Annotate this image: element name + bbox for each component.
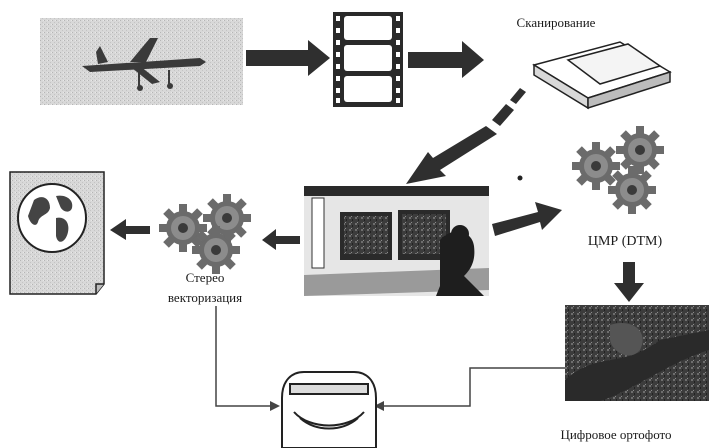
label-dtm: ЦМР (DTM) bbox=[560, 233, 690, 251]
label-stereo-line1: Стерео bbox=[150, 268, 260, 288]
gears-dtm-icon bbox=[572, 126, 664, 214]
label-stereo-vectorization: Стерео векторизация bbox=[150, 268, 260, 308]
arrow-head-left-connector bbox=[270, 401, 280, 411]
map-document-icon bbox=[10, 172, 104, 294]
film-strip-icon bbox=[333, 12, 403, 107]
label-orthophoto: Цифровое ортофото bbox=[526, 426, 706, 444]
label-scanning: Сканирование bbox=[496, 14, 616, 32]
arrow-photo-to-film bbox=[246, 40, 330, 76]
arrow-workstation-to-dtm bbox=[492, 202, 562, 236]
decorative-dot bbox=[518, 176, 523, 181]
orthophoto-image-icon bbox=[565, 305, 709, 401]
airplane-photo-icon bbox=[40, 18, 243, 105]
arrow-scanner-to-workstation bbox=[406, 88, 526, 184]
arrow-film-to-scanner bbox=[408, 41, 484, 78]
gears-stereo-icon bbox=[159, 194, 251, 274]
arrow-stereo-to-map bbox=[110, 219, 150, 240]
connector-lines bbox=[216, 306, 565, 406]
arrow-dtm-to-ortho bbox=[614, 262, 644, 302]
plotter-icon bbox=[282, 372, 376, 448]
flatbed-scanner-icon bbox=[534, 42, 670, 108]
label-stereo-line2: векторизация bbox=[150, 288, 260, 308]
photogrammetric-workstation-icon bbox=[304, 186, 489, 311]
arrow-workstation-to-stereo bbox=[262, 229, 300, 250]
